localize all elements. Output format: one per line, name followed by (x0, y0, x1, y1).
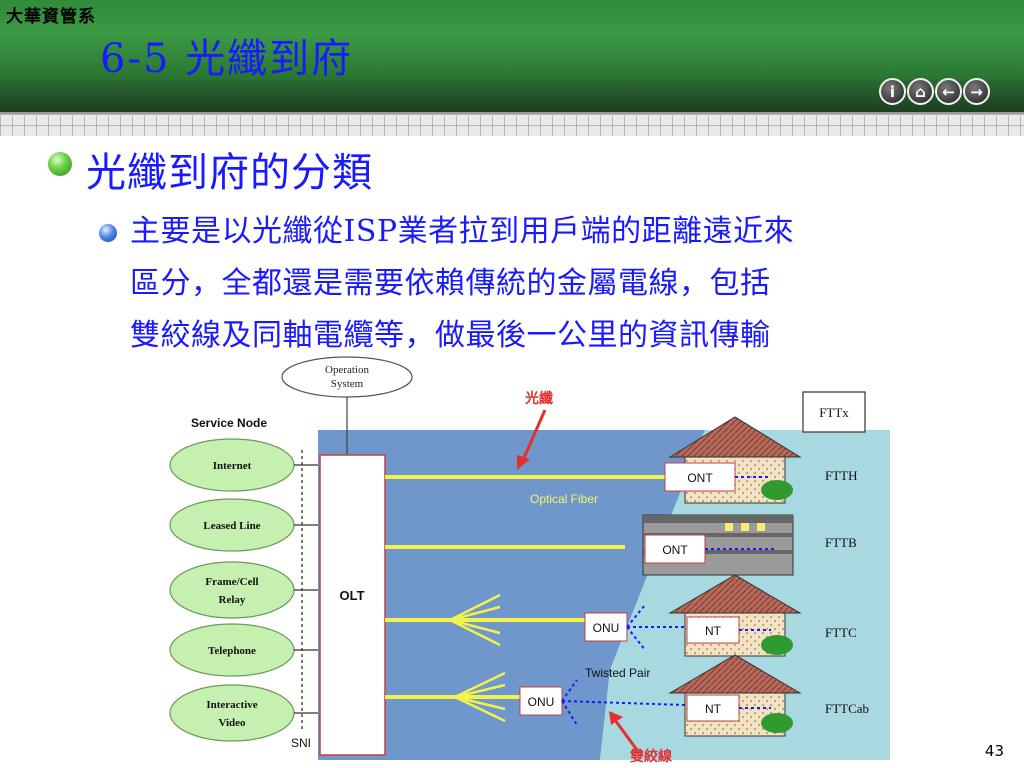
nt-label: NT (705, 624, 722, 638)
operation-system-line2: System (331, 378, 364, 390)
olt-box (319, 454, 386, 756)
fttc-label: FTTC (825, 625, 857, 640)
onu-label: ONU (528, 695, 555, 709)
fiber-lines (385, 475, 670, 699)
fttcab-label: FTTCab (825, 701, 869, 716)
ont-label: ONT (687, 471, 713, 485)
home-icon[interactable]: ⌂ (907, 78, 934, 105)
back-arrow-icon[interactable]: ← (935, 78, 962, 105)
house-fttcab: NT (668, 654, 802, 737)
service-node-label: Frame/Cell (205, 576, 258, 588)
grid-strip (0, 112, 1024, 136)
forward-arrow-icon[interactable]: → (963, 78, 990, 105)
onu-box-fttcab (519, 686, 563, 716)
header-shadow (0, 80, 1024, 112)
olt-label: OLT (339, 588, 364, 603)
onu-box-fttc (584, 612, 628, 642)
service-node-label: Leased Line (203, 520, 260, 532)
sni-label: SNI (291, 736, 311, 750)
service-node-label: Telephone (208, 645, 256, 657)
fttb-label: FTTB (825, 535, 857, 550)
body-line-1: 主要是以光纖從ISP業者拉到用戶端的距離遠近來 (130, 214, 795, 249)
nav-buttons: i ⌂ ← → (879, 78, 990, 105)
house-fttc: NT (668, 574, 802, 657)
twisted-cn-label: 雙絞線 (630, 748, 672, 765)
info-icon[interactable]: i (879, 78, 906, 105)
twisted-pair-label: Twisted Pair (585, 666, 650, 680)
ftth-label: FTTH (825, 468, 858, 483)
fttx-box (802, 391, 866, 433)
splitter-fans (449, 593, 585, 723)
page-number: 43 (984, 742, 1004, 760)
operation-system-line1: Operation (325, 364, 369, 376)
onu-label: ONU (593, 621, 620, 635)
building-fttb: ONT (642, 514, 794, 576)
header-band: 大華資管系 6-5 光纖到府 i ⌂ ← → (0, 0, 1024, 112)
green-bullet-icon (48, 152, 72, 176)
house-ftth: ONT (664, 416, 802, 504)
slide-title: 6-5 光纖到府 (100, 36, 354, 82)
service-node-title: Service Node (191, 416, 267, 430)
service-node-frame-relay (169, 561, 295, 619)
nt-label: NT (705, 702, 722, 716)
service-nodes: Internet Leased Line Frame/Cell Relay Te… (169, 438, 295, 742)
service-node-label: Relay (219, 594, 246, 606)
bullet-heading: 光纖到府的分類 (86, 150, 373, 196)
blue-bullet-icon (99, 224, 117, 242)
org-name: 大華資管系 (6, 7, 96, 27)
ftth-diagram: Operation System Service Node Internet L… (165, 355, 890, 765)
body-line-2: 區分，全都還是需要依賴傳統的金屬電線，包括 (130, 266, 771, 301)
optical-fiber-label: Optical Fiber (530, 492, 598, 506)
service-node-label: Internet (213, 460, 252, 472)
ont-label: ONT (662, 543, 688, 557)
body-line-3: 雙絞線及同軸電纜等，做最後一公里的資訊傳輸 (130, 318, 771, 353)
service-node-label: Video (218, 717, 246, 729)
fiber-cn-label: 光纖 (524, 390, 553, 407)
service-node-interactive-video (169, 684, 295, 742)
blue-region (318, 430, 705, 760)
operation-system-node (281, 356, 413, 398)
service-node-label: Interactive (206, 699, 257, 711)
fttx-label: FTTx (819, 405, 849, 420)
